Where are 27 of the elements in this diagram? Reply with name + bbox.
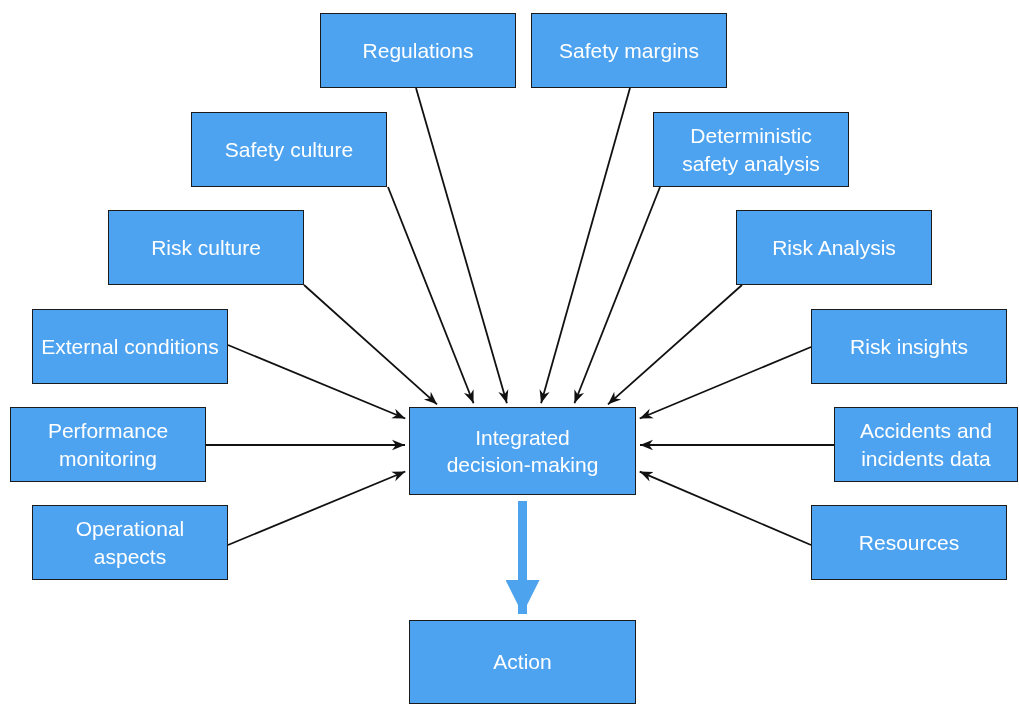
process-box: Risk insights: [811, 309, 1007, 384]
arrow: [415, 87, 509, 405]
process-box: Operational aspects: [32, 505, 228, 580]
process-box: Integrated decision-making: [409, 407, 636, 495]
arrow: [638, 470, 812, 546]
process-box: External conditions: [32, 309, 228, 384]
arrow: [227, 470, 407, 546]
process-box: Deterministic safety analysis: [653, 112, 849, 187]
process-box: Regulations: [320, 13, 516, 88]
process-box: Safety margins: [531, 13, 727, 88]
arrow: [227, 344, 407, 420]
arrow: [638, 346, 812, 420]
arrow: [607, 284, 743, 406]
process-box: Risk culture: [108, 210, 304, 285]
arrow: [205, 439, 406, 451]
process-box: Action: [409, 620, 636, 704]
process-box: Resources: [811, 505, 1007, 580]
thick-arrow: [505, 501, 540, 614]
process-box: Accidents and incidents data: [834, 407, 1018, 482]
arrow: [303, 284, 438, 406]
arrow: [539, 87, 631, 405]
arrow: [387, 186, 475, 405]
process-box: Safety culture: [191, 112, 387, 187]
process-box: Performance monitoring: [10, 407, 206, 482]
arrow: [573, 186, 661, 405]
arrow: [639, 439, 835, 451]
process-box: Risk Analysis: [736, 210, 932, 285]
